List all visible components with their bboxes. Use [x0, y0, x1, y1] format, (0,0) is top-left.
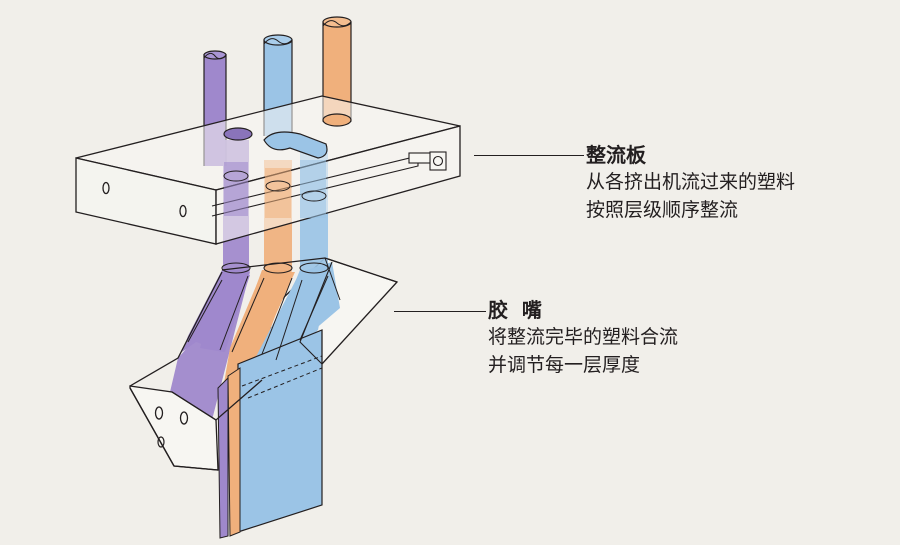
- die-desc-line1: 将整流完毕的塑料合流: [488, 326, 679, 348]
- die-body-outline: [129, 257, 398, 471]
- flow-plate-label: 整流板 从各挤出机流过来的塑料 按照层级顺序整流: [586, 142, 795, 224]
- flow-plate-leader-line: [474, 155, 584, 157]
- die-label: 胶 嘴 将整流完毕的塑料合流 并调节每一层厚度: [488, 297, 678, 379]
- flow-plate-desc-line2: 按照层级顺序整流: [586, 199, 739, 221]
- flow-plate-desc-line1: 从各挤出机流过来的塑料: [586, 171, 796, 193]
- output-layered-sheet: [217, 329, 323, 539]
- die-leader-line: [394, 311, 486, 313]
- die-purple-left-panel: [170, 270, 250, 420]
- die-title: 胶 嘴: [488, 298, 542, 322]
- flow-plate: [75, 95, 461, 245]
- flow-plate-title: 整流板: [586, 143, 646, 167]
- die-desc-line2: 并调节每一层厚度: [488, 354, 641, 376]
